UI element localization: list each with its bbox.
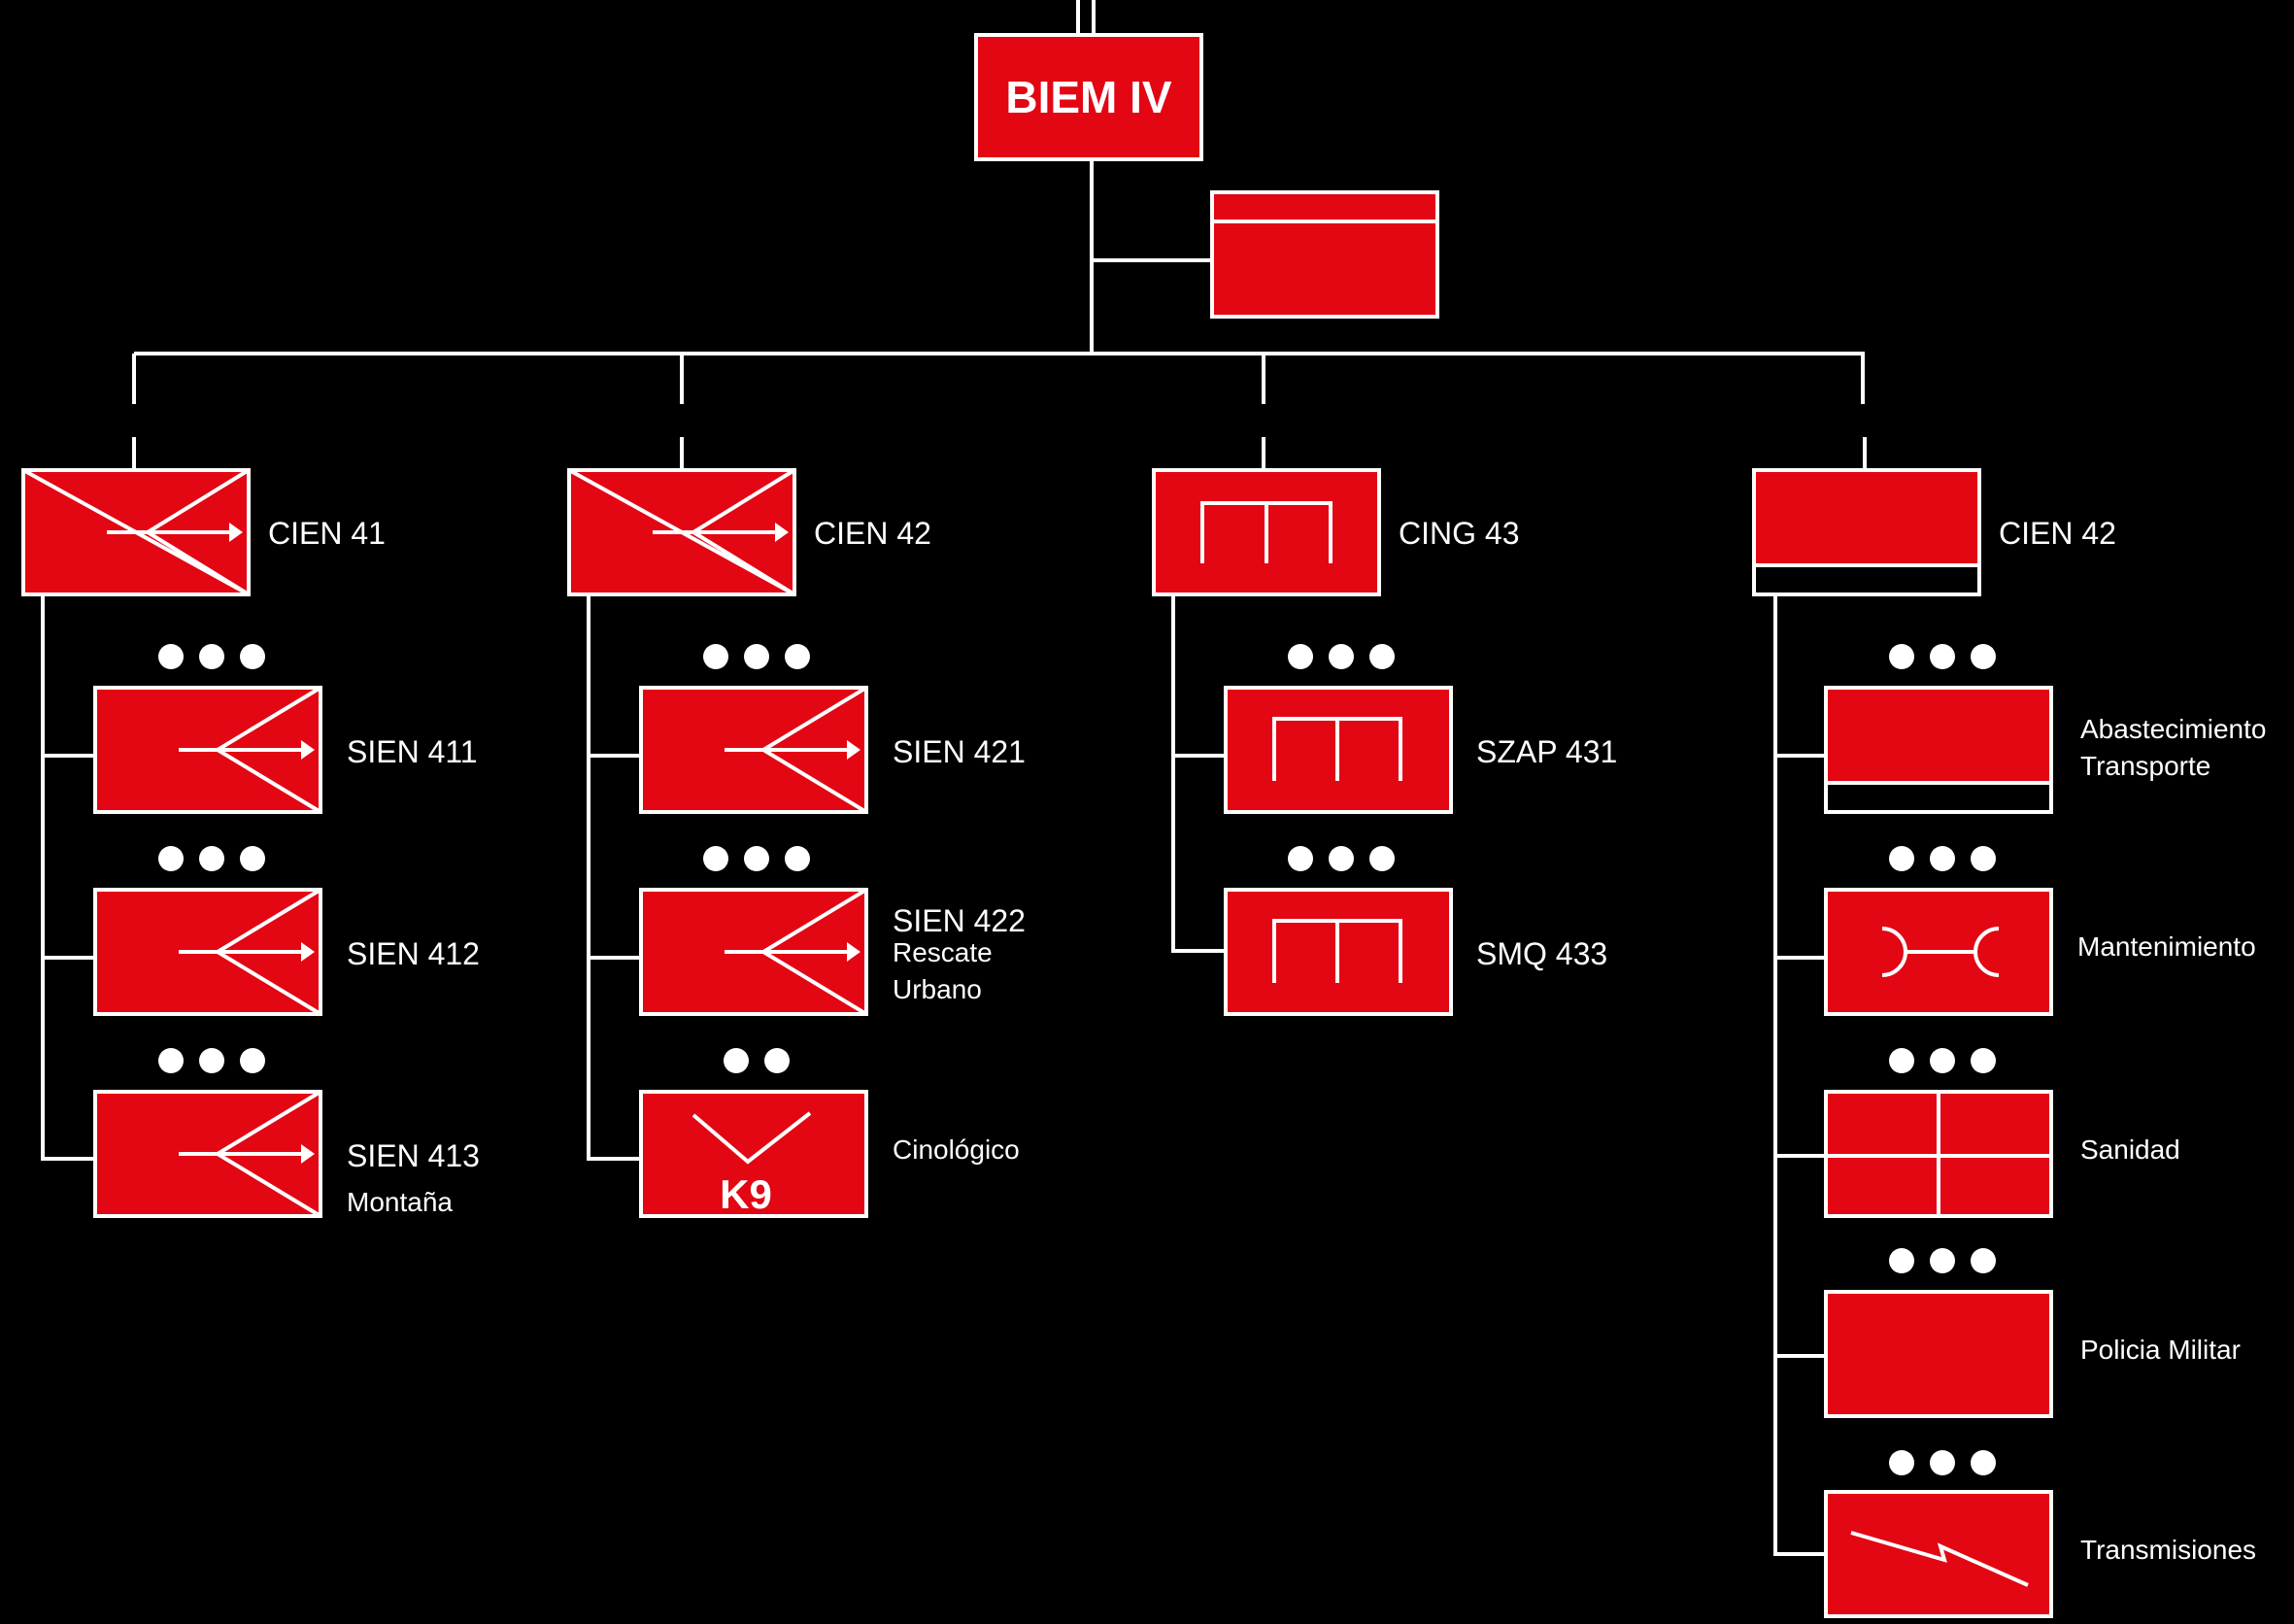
platoon-label: SMQ 433 [1476, 936, 1607, 971]
engineer-arrow-icon [179, 942, 315, 962]
medical-cross-icon [1826, 1092, 2051, 1216]
platoon-mantenimiento: Mantenimiento [1824, 846, 2256, 1016]
platoon-dots [1889, 1048, 1996, 1073]
engineer-bracket-icon [1200, 501, 1333, 563]
engineer-arrow-icon [725, 942, 860, 962]
company-label: CING 43 [1399, 516, 1519, 551]
k9-box-label: K9 [720, 1171, 772, 1217]
platoon-label: SIEN 413 [347, 1138, 480, 1173]
platoon-label: SIEN 421 [893, 734, 1026, 769]
platoon-dots [1889, 846, 1996, 871]
platoon-sien-412: SIEN 412 [93, 846, 480, 1016]
platoon-label: SIEN 411 [347, 734, 478, 769]
platoon-transmisiones: Transmisiones [1824, 1450, 2256, 1618]
engineer-arrow-icon [179, 740, 315, 760]
company-support: CIEN 42 [1752, 468, 2116, 596]
platoon-dots [1889, 1248, 1996, 1273]
connector-lines [41, 0, 1867, 1556]
platoon-sien-413: SIEN 413 Montaña [93, 1048, 480, 1218]
dog-chevron-icon [692, 1111, 812, 1165]
platoon-label: SIEN 422 [893, 903, 1026, 938]
company-cien-41: CIEN 41 [21, 468, 386, 596]
platoon-label: Transmisiones [2080, 1535, 2256, 1565]
company-label: CIEN 42 [1999, 516, 2116, 551]
platoon-note: Montaña [347, 1187, 453, 1217]
hq-label: BIEM IV [1005, 72, 1172, 122]
platoon-sien-421: SIEN 421 [639, 644, 1026, 814]
platoon-dots [1288, 644, 1395, 669]
platoon-dots [1288, 846, 1395, 871]
platoon-note-line-1: Rescate [893, 937, 993, 967]
engineer-arrow-icon [653, 523, 789, 542]
company-cien-42: CIEN 42 [567, 468, 931, 596]
platoon-dots [703, 846, 810, 871]
company-label: CIEN 41 [268, 516, 386, 551]
platoon-note-line-2: Urbano [893, 974, 982, 1004]
engineer-bracket-icon [1272, 717, 1402, 781]
platoon-sien-422: SIEN 422 Rescate Urbano [639, 846, 1026, 1016]
engineer-arrow-icon [107, 523, 243, 542]
platoon-smq-433: SMQ 433 [1224, 846, 1607, 1016]
signal-lightning-icon [1850, 1531, 2029, 1587]
platoon-label: Mantenimiento [2077, 931, 2256, 962]
staff-unit [1210, 190, 1439, 319]
platoon-label: SZAP 431 [1476, 734, 1617, 769]
platoon-abastecimiento: Abastecimiento Transporte [1824, 644, 2266, 814]
military-police-icon [1824, 1290, 2053, 1418]
platoon-sanidad: Sanidad [1824, 1048, 2180, 1218]
platoon-dots [1889, 1450, 1996, 1475]
platoon-label-line-2: Transporte [2080, 751, 2210, 781]
platoon-dots [1889, 644, 1996, 669]
platoon-dots [158, 644, 265, 669]
platoon-label-line-1: Abastecimiento [2080, 714, 2266, 744]
hq-unit: BIEM IV [974, 33, 1203, 161]
company-cing-43: CING 43 [1152, 468, 1519, 596]
platoon-cinologico: K9 Cinológico [639, 1048, 1020, 1218]
platoon-label: Cinológico [893, 1134, 1020, 1165]
platoon-label: Policia Militar [2080, 1335, 2241, 1365]
platoon-label: SIEN 412 [347, 936, 480, 971]
platoon-dots [724, 1048, 790, 1073]
platoon-dots [703, 644, 810, 669]
platoon-dots [158, 846, 265, 871]
engineer-bracket-icon [1272, 919, 1402, 983]
maintenance-icon [1881, 927, 2000, 977]
platoon-sien-411: SIEN 411 [93, 644, 478, 814]
engineer-arrow-icon [179, 1144, 315, 1164]
platoon-policia-militar: Policia Militar [1824, 1248, 2241, 1418]
platoon-dots [158, 1048, 265, 1073]
platoon-label: Sanidad [2080, 1134, 2180, 1165]
company-label: CIEN 42 [814, 516, 931, 551]
platoon-szap-431: SZAP 431 [1224, 644, 1617, 814]
engineer-arrow-icon [725, 740, 860, 760]
